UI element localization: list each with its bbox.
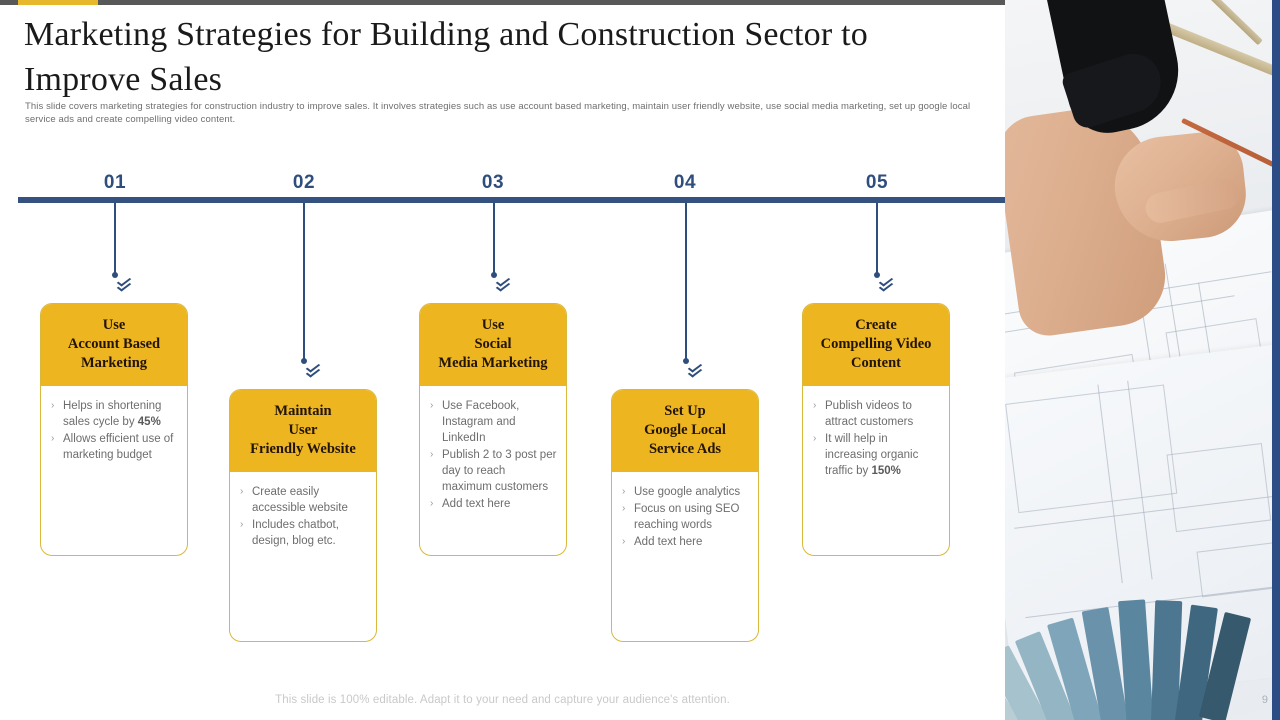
- bullet-text: Use Facebook, Instagram and LinkedIn: [442, 400, 520, 444]
- list-item: › Includes chatbot, design, blog etc.: [238, 517, 368, 549]
- architect-blueprint-photo: 9: [1005, 0, 1280, 720]
- bullet-text: Allows efficient use of marketing budget: [63, 433, 174, 461]
- list-item: › Add text here: [620, 534, 750, 550]
- bullet-text: Add text here: [442, 498, 511, 510]
- list-item: › It will help in increasing organic tra…: [811, 431, 941, 479]
- bullet-text: Includes chatbot, design, blog etc.: [252, 519, 339, 547]
- strategy-card-05[interactable]: Create Compelling Video Content › Publis…: [802, 303, 950, 556]
- connector-line-01: [112, 203, 118, 278]
- panel-blue-edge: [1272, 0, 1280, 720]
- chevron-down-icon-01: [114, 275, 134, 292]
- bullet-chevron-icon: ›: [430, 400, 434, 411]
- bullet-text: Publish 2 to 3 post per day to reach max…: [442, 449, 557, 493]
- page-title: Marketing Strategies for Building and Co…: [24, 16, 868, 98]
- bullet-text: Create easily accessible website: [252, 486, 348, 514]
- bullet-text: Use google analytics: [634, 486, 741, 498]
- list-item: › Helps in shortening sales cycle by 45%: [49, 398, 179, 430]
- bullet-text: Helps in shortening sales cycle by 45%: [63, 400, 162, 428]
- connector-dot-05: [874, 272, 880, 278]
- step-number-04: 04: [673, 172, 697, 193]
- strategy-card-title-05: Create Compelling Video Content: [803, 304, 949, 386]
- bullet-chevron-icon: ›: [813, 433, 817, 444]
- bullet-text: Publish videos to attract customers: [825, 400, 914, 428]
- strategy-card-03[interactable]: Use Social Media Marketing › Use Faceboo…: [419, 303, 567, 556]
- list-item: › Publish videos to attract customers: [811, 398, 941, 430]
- bullet-chevron-icon: ›: [622, 536, 626, 547]
- timeline-axis: [18, 197, 1005, 203]
- bullet-chevron-icon: ›: [622, 486, 626, 497]
- connector-dot-04: [683, 358, 689, 364]
- connector-line-02: [301, 203, 307, 364]
- strategy-card-01[interactable]: Use Account Based Marketing › Helps in s…: [40, 303, 188, 556]
- chevron-down-icon-03: [493, 275, 513, 292]
- list-item: › Focus on using SEO reaching words: [620, 501, 750, 533]
- step-number-01: 01: [103, 172, 127, 193]
- connector-dot-03: [491, 272, 497, 278]
- top-accent-bar: [0, 0, 1005, 5]
- step-number-05: 05: [865, 172, 889, 193]
- connector-line-04: [683, 203, 689, 364]
- bullet-chevron-icon: ›: [430, 498, 434, 509]
- strategy-card-body-04: › Use google analytics › Focus on using …: [612, 472, 758, 561]
- connector-line-05: [874, 203, 880, 278]
- footer-note: This slide is 100% editable. Adapt it to…: [275, 694, 730, 706]
- list-item: › Use google analytics: [620, 484, 750, 500]
- bullet-chevron-icon: ›: [240, 486, 244, 497]
- strategy-card-04[interactable]: Set Up Google Local Service Ads › Use go…: [611, 389, 759, 642]
- strategy-card-title-03: Use Social Media Marketing: [420, 304, 566, 386]
- bullet-text: Add text here: [634, 536, 703, 548]
- strategy-card-body-01: › Helps in shortening sales cycle by 45%…: [41, 386, 187, 474]
- list-item: › Allows efficient use of marketing budg…: [49, 431, 179, 463]
- bullet-chevron-icon: ›: [813, 400, 817, 411]
- list-item: › Publish 2 to 3 post per day to reach m…: [428, 447, 558, 495]
- chevron-down-icon-02: [303, 361, 323, 378]
- strategy-card-02[interactable]: Maintain User Friendly Website › Create …: [229, 389, 377, 642]
- list-item: › Create easily accessible website: [238, 484, 368, 516]
- bullet-chevron-icon: ›: [430, 449, 434, 460]
- strategy-card-body-05: › Publish videos to attract customers › …: [803, 386, 949, 490]
- chevron-down-icon-05: [876, 275, 896, 292]
- list-item: › Use Facebook, Instagram and LinkedIn: [428, 398, 558, 446]
- paint-swatch-fan: [1005, 540, 1256, 720]
- bullet-text: Focus on using SEO reaching words: [634, 503, 740, 531]
- slide-canvas: Marketing Strategies for Building and Co…: [0, 0, 1005, 706]
- strategy-card-body-02: › Create easily accessible website › Inc…: [230, 472, 376, 560]
- strategy-card-title-01: Use Account Based Marketing: [41, 304, 187, 386]
- page-subtitle: This slide covers marketing strategies f…: [25, 101, 971, 125]
- top-accent-bar-gold: [18, 0, 98, 5]
- connector-line-03: [491, 203, 497, 278]
- strategy-card-body-03: › Use Facebook, Instagram and LinkedIn ›…: [420, 386, 566, 523]
- bullet-chevron-icon: ›: [622, 503, 626, 514]
- list-item: › Add text here: [428, 496, 558, 512]
- step-number-02: 02: [292, 172, 316, 193]
- bullet-text: It will help in increasing organic traff…: [825, 433, 919, 477]
- page-number: 9: [1261, 694, 1268, 706]
- connector-dot-01: [112, 272, 118, 278]
- bullet-chevron-icon: ›: [240, 519, 244, 530]
- bullet-chevron-icon: ›: [51, 433, 55, 444]
- bullet-chevron-icon: ›: [51, 400, 55, 411]
- connector-dot-02: [301, 358, 307, 364]
- strategy-card-title-02: Maintain User Friendly Website: [230, 390, 376, 472]
- strategy-card-title-04: Set Up Google Local Service Ads: [612, 390, 758, 472]
- chevron-down-icon-04: [685, 361, 705, 378]
- step-number-03: 03: [481, 172, 505, 193]
